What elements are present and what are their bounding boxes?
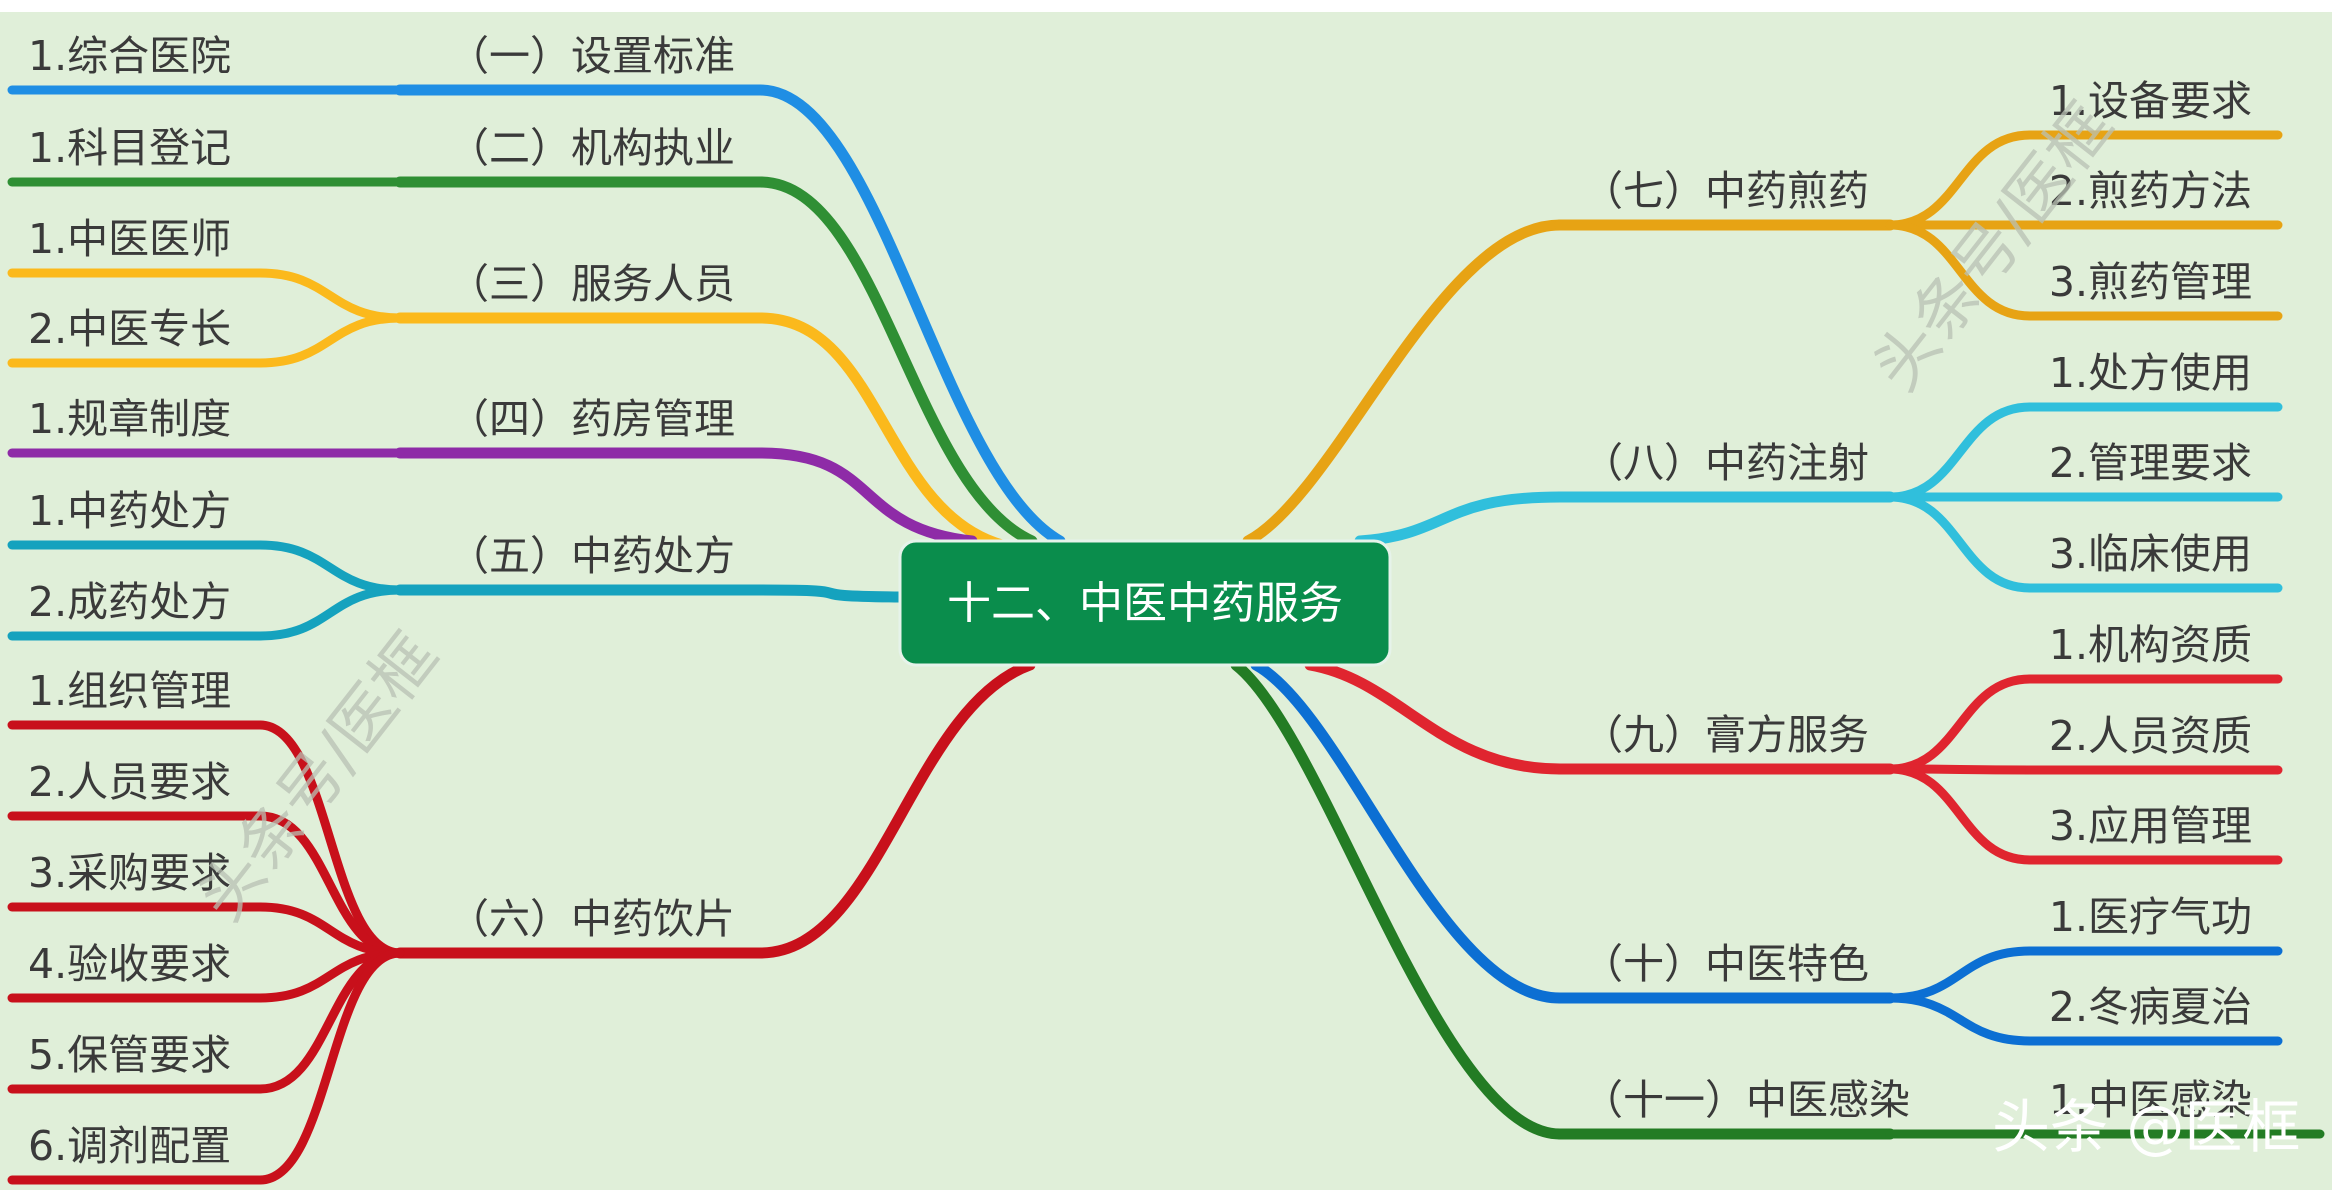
branch-label[interactable]: （二）机构执业 <box>448 124 735 172</box>
child-label[interactable]: 1.综合医院 <box>28 32 231 80</box>
child-label[interactable]: 3.临床使用 <box>2049 530 2252 578</box>
child-connector <box>1885 993 2035 1046</box>
branch-label[interactable]: （八）中药注射 <box>1582 439 1869 487</box>
branch-connector <box>1242 219 1566 547</box>
node-labels: （一）设置标准 1.综合医院 （二）机构执业 1.科目登记 （三）服务人员 1.中医医师 2… <box>28 32 2252 1170</box>
child-label[interactable]: 1.机构资质 <box>2049 621 2252 669</box>
child-label[interactable]: 1.科目登记 <box>28 124 231 172</box>
central-topic-label: 十二、中医中药服务 <box>947 578 1343 629</box>
branch-connector <box>1230 659 1566 1140</box>
child-connector <box>1885 492 2035 593</box>
branch-label[interactable]: （一）设置标准 <box>448 32 735 80</box>
branch-connector <box>1304 659 1566 775</box>
branch-label[interactable]: （七）中药煎药 <box>1582 167 1869 215</box>
connector-lines <box>7 84 2325 1185</box>
branch-connector <box>1250 659 1566 1004</box>
child-label[interactable]: 5.保管要求 <box>28 1031 231 1079</box>
child-label[interactable]: 1.组织管理 <box>28 667 231 715</box>
branch-label[interactable]: （六）中药饮片 <box>448 895 735 943</box>
child-label[interactable]: 3.煎药管理 <box>2049 258 2252 306</box>
child-connector <box>255 313 405 368</box>
child-label[interactable]: 4.验收要求 <box>28 940 231 988</box>
branch-connector <box>1354 491 1566 547</box>
child-connector <box>255 948 405 1185</box>
child-label[interactable]: 2.成药处方 <box>28 578 231 626</box>
child-label[interactable]: 2.人员资质 <box>2049 712 2252 760</box>
child-label[interactable]: 3.应用管理 <box>2049 802 2252 850</box>
child-label[interactable]: 1.设备要求 <box>2049 77 2252 125</box>
branch-label[interactable]: （九）膏方服务 <box>1582 711 1869 759</box>
central-topic-box <box>898 539 1392 667</box>
branch-label[interactable]: （十）中医特色 <box>1582 940 1869 988</box>
child-label[interactable]: 2.人员要求 <box>28 758 231 806</box>
branch-label[interactable]: （四）药房管理 <box>448 395 735 443</box>
child-connector <box>1885 764 2035 865</box>
branch-label[interactable]: （三）服务人员 <box>448 260 735 308</box>
child-label[interactable]: 2.管理要求 <box>2049 439 2252 487</box>
child-label[interactable]: 1.处方使用 <box>2049 349 2252 397</box>
branch-connector <box>754 176 1038 547</box>
branch-label[interactable]: （五）中药处方 <box>448 532 735 580</box>
child-label[interactable]: 2.煎药方法 <box>2049 167 2252 215</box>
branch-connector <box>754 659 1036 959</box>
child-label[interactable]: 1.医疗气功 <box>2049 893 2252 941</box>
child-label[interactable]: 1.中药处方 <box>28 487 231 535</box>
branch-connector <box>754 84 1066 547</box>
branch-connector <box>754 447 978 547</box>
child-label[interactable]: 3.采购要求 <box>28 849 231 897</box>
child-connector <box>255 585 405 641</box>
credit-text: 头条 @医框 <box>1992 1093 2300 1161</box>
child-label[interactable]: 1.中医医师 <box>28 215 231 263</box>
child-label[interactable]: 2.冬病夏治 <box>2049 983 2252 1031</box>
central-topic[interactable]: 十二、中医中药服务 <box>898 539 1392 667</box>
child-label[interactable]: 2.中医专长 <box>28 305 231 353</box>
child-label[interactable]: 1.中医感染 <box>2049 1076 2252 1124</box>
child-label[interactable]: 1.规章制度 <box>28 395 231 443</box>
branch-connector <box>754 312 1008 551</box>
child-connector <box>1885 220 2035 321</box>
branch-connector <box>754 584 906 603</box>
branch-label[interactable]: （十一）中医感染 <box>1582 1076 1910 1124</box>
child-label[interactable]: 6.调剂配置 <box>28 1122 231 1170</box>
